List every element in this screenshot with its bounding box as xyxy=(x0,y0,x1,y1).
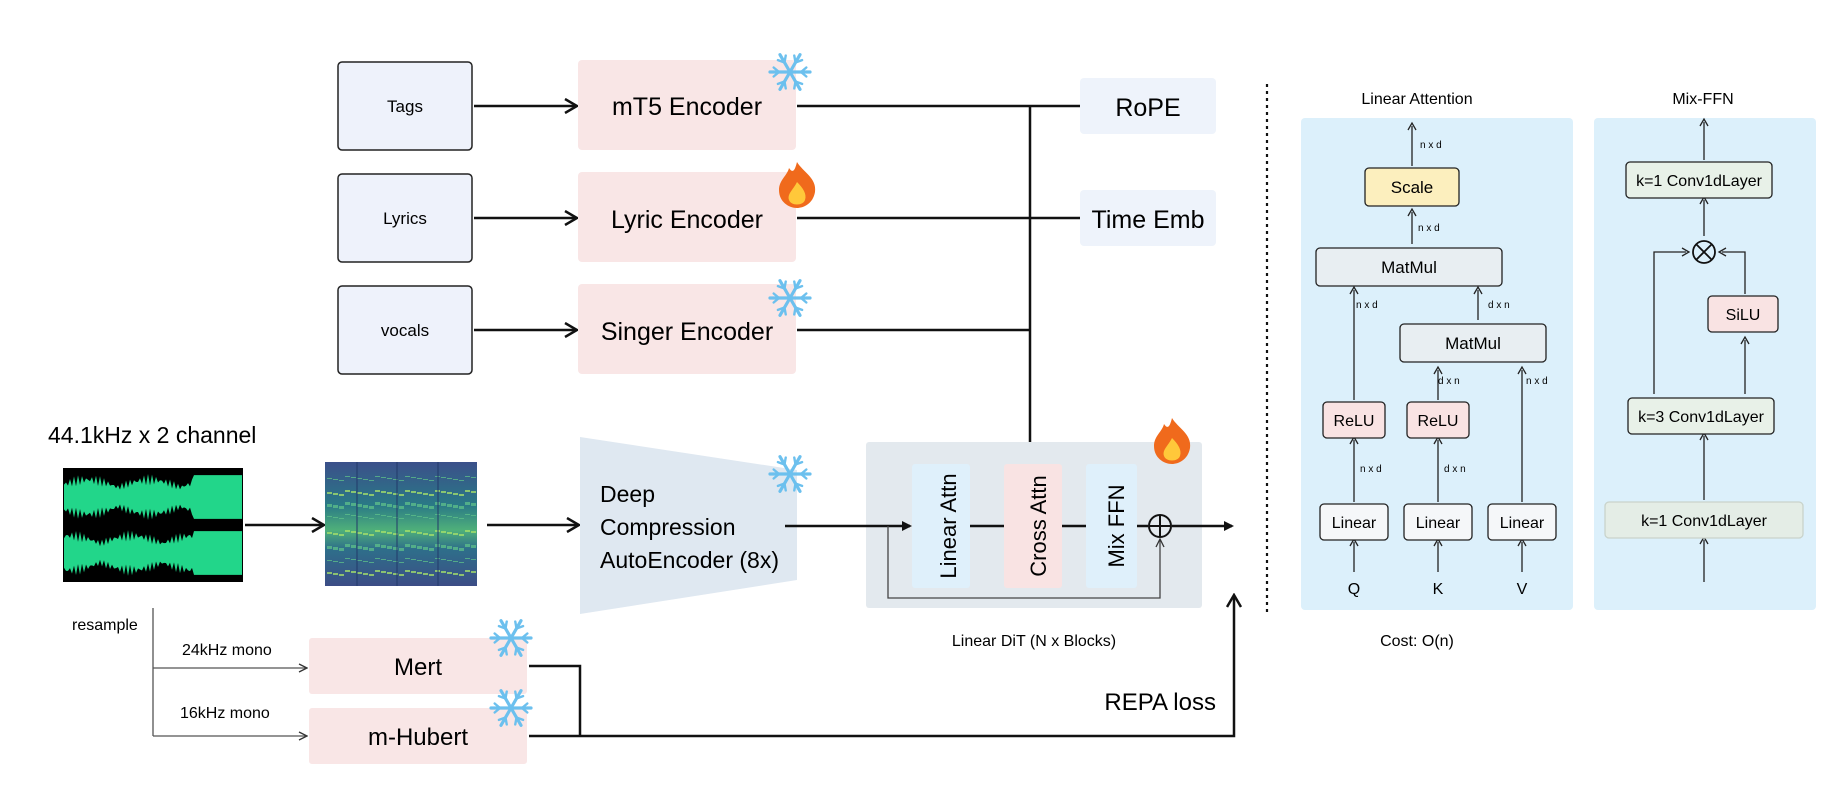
conv-mid-label: k=3 Conv1dLayer xyxy=(1638,409,1765,426)
linear-v-box xyxy=(1487,503,1557,541)
silu-box xyxy=(1707,295,1779,333)
matmul-mid-label: MatMul xyxy=(1445,334,1501,353)
input-vocals: vocals xyxy=(337,285,473,375)
lyric-encoder: Lyric Encoder xyxy=(578,172,796,262)
time-emb-box: Time Emb xyxy=(1080,190,1216,246)
resample-label: resample xyxy=(72,617,138,634)
mix-ffn-block xyxy=(1086,464,1137,588)
linear-attn-block xyxy=(912,464,970,588)
conv-top-label: k=1 Conv1dLayer xyxy=(1636,173,1763,190)
scale-box xyxy=(1364,167,1460,207)
relu-k-box xyxy=(1406,401,1470,439)
waveform-image xyxy=(63,468,243,582)
mix-ffn-title: Mix-FFN xyxy=(1672,91,1733,108)
snowflake-icon xyxy=(489,689,533,727)
conv-bottom-label: k=1 Conv1dLayer xyxy=(1641,513,1768,530)
spectrogram-image xyxy=(325,462,477,586)
mert-label: Mert xyxy=(394,654,442,681)
dcae-label-line1: Deep xyxy=(600,481,655,507)
cost-label: Cost: O(n) xyxy=(1380,633,1454,650)
audio-title: 44.1kHz x 2 channel xyxy=(48,422,256,448)
mhubert-label: m-Hubert xyxy=(368,724,468,751)
relu-k-label: ReLU xyxy=(1418,413,1459,430)
cross-attn-block xyxy=(1004,464,1062,588)
cross-attn-label: Cross Attn xyxy=(1026,475,1051,576)
matmul-top-label: MatMul xyxy=(1381,258,1437,277)
input-q-label: Q xyxy=(1348,581,1360,598)
dim-label-relu-q-out: n x d xyxy=(1356,300,1378,311)
rope-box: RoPE xyxy=(1080,78,1216,134)
conv-mid-box xyxy=(1627,397,1775,435)
input-vocals-label: vocals xyxy=(381,321,429,340)
snowflake-icon xyxy=(768,279,812,317)
linear-attention-panel: n x d n x d n x d d x n d x n n x d n x … xyxy=(1301,118,1573,610)
dim-label-linear-v-out: n x d xyxy=(1526,376,1548,387)
linear-q-box xyxy=(1319,503,1389,541)
singer-encoder: Singer Encoder xyxy=(578,284,796,374)
linear-q-label: Linear xyxy=(1332,515,1377,532)
snowflake-icon xyxy=(768,455,812,493)
dim-label-matmul-top-out: n x d xyxy=(1418,223,1440,234)
line-mert-to-repa xyxy=(529,664,582,736)
input-k-label: K xyxy=(1433,581,1444,598)
singer-encoder-label: Singer Encoder xyxy=(601,318,773,346)
mix-ffn-panel: k=1 Conv1dLayer SiLU k=3 Conv1dLayer k=1… xyxy=(1594,117,1816,610)
scale-label: Scale xyxy=(1391,178,1434,197)
mono16-label: 16kHz mono xyxy=(180,705,270,722)
input-v-label: V xyxy=(1517,581,1528,598)
multiply-icon xyxy=(1692,240,1716,264)
silu-label: SiLU xyxy=(1726,307,1761,324)
mix-ffn-label: Mix FFN xyxy=(1104,484,1129,567)
dit-caption: Linear DiT (N x Blocks) xyxy=(952,633,1116,650)
residual-connection xyxy=(887,526,1160,599)
mt5-encoder: mT5 Encoder xyxy=(578,60,796,150)
linear-k-label: Linear xyxy=(1416,515,1461,532)
input-tags: Tags xyxy=(337,61,473,151)
conv-bottom-box xyxy=(1604,501,1804,539)
linear-attn-label: Linear Attn xyxy=(936,473,961,578)
mert-encoder: Mert xyxy=(309,638,527,694)
dim-label-relu-k-out: d x n xyxy=(1438,376,1460,387)
matmul-mid-box xyxy=(1399,323,1547,363)
dim-label-linear-k-out: d x n xyxy=(1444,464,1466,475)
dim-label-scale-out: n x d xyxy=(1420,140,1442,151)
mt5-encoder-label: mT5 Encoder xyxy=(612,93,762,121)
flame-icon xyxy=(1154,418,1191,464)
rope-label: RoPE xyxy=(1115,94,1180,122)
dim-label-matmul-mid-out: d x n xyxy=(1488,300,1510,311)
arrow-repa-loss xyxy=(529,596,1234,738)
linear-attention-title: Linear Attention xyxy=(1361,91,1472,108)
snowflake-icon xyxy=(768,53,812,91)
dim-label-linear-q-out: n x d xyxy=(1360,464,1382,475)
relu-q-box xyxy=(1322,401,1386,439)
relu-q-label: ReLU xyxy=(1334,413,1375,430)
matmul-top-box xyxy=(1315,247,1503,287)
input-lyrics: Lyrics xyxy=(337,173,473,263)
time-emb-label: Time Emb xyxy=(1092,206,1205,234)
flame-icon xyxy=(779,162,816,208)
mono24-label: 24kHz mono xyxy=(182,642,272,659)
conv-top-box xyxy=(1625,161,1773,199)
input-tags-label: Tags xyxy=(387,97,423,116)
linear-k-box xyxy=(1403,503,1473,541)
residual-add-icon xyxy=(1148,514,1172,538)
linear-v-label: Linear xyxy=(1500,515,1545,532)
dcae-encoder: Deep Compression AutoEncoder (8x) xyxy=(580,437,797,614)
input-lyrics-label: Lyrics xyxy=(383,209,427,228)
repa-loss-label: REPA loss xyxy=(1104,689,1216,716)
linear-dit-block: Linear Attn Cross Attn Mix FFN xyxy=(785,442,1234,608)
dcae-label-line2: Compression xyxy=(600,514,736,540)
mhubert-encoder: m-Hubert xyxy=(309,708,527,764)
snowflake-icon xyxy=(489,619,533,657)
lyric-encoder-label: Lyric Encoder xyxy=(611,206,763,234)
dcae-label-line3: AutoEncoder (8x) xyxy=(600,547,779,573)
